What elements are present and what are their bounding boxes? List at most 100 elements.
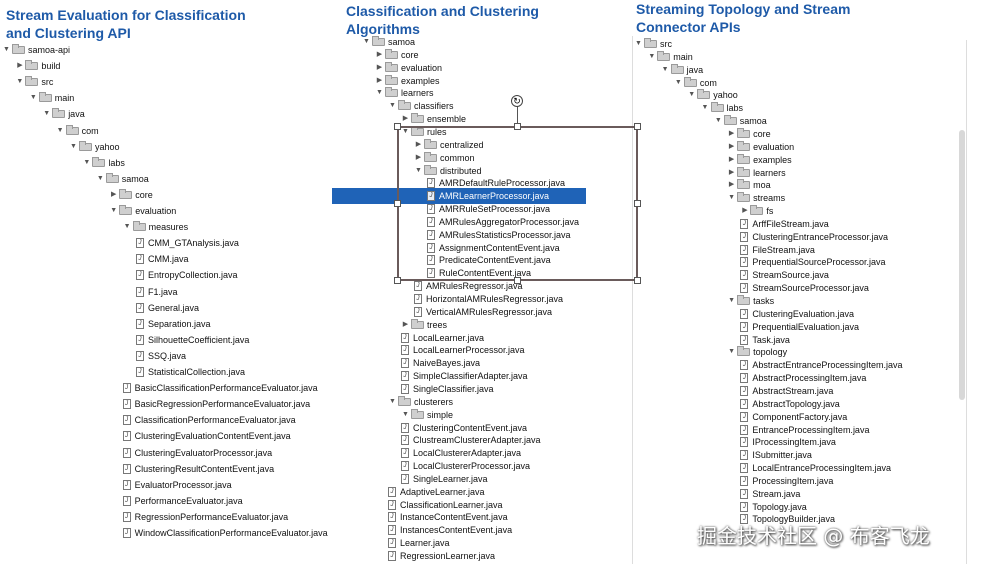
- file-item[interactable]: LocalEntranceProcessingItem.java: [740, 460, 891, 476]
- file-item[interactable]: General.java: [136, 300, 199, 316]
- folder-item[interactable]: ▼samoa-api: [2, 42, 70, 58]
- file-item[interactable]: Task.java: [740, 332, 790, 348]
- file-item[interactable]: InstanceContentEvent.java: [388, 509, 508, 525]
- file-item[interactable]: CMM_GTAnalysis.java: [136, 235, 239, 251]
- expand-down-icon[interactable]: ▼: [363, 38, 370, 45]
- folder-item[interactable]: ▼java: [42, 106, 85, 122]
- folder-item[interactable]: ▼simple: [401, 407, 453, 423]
- collapse-right-icon[interactable]: ▶: [402, 115, 409, 123]
- collapse-right-icon[interactable]: ▶: [415, 153, 422, 161]
- folder-item[interactable]: ▼src: [634, 36, 672, 52]
- collapse-right-icon[interactable]: ▶: [376, 76, 383, 84]
- expand-down-icon[interactable]: ▼: [402, 127, 409, 135]
- folder-item[interactable]: ▼com: [674, 75, 717, 91]
- resize-handle-sw[interactable]: [394, 277, 401, 284]
- expand-down-icon[interactable]: ▼: [3, 46, 10, 53]
- file-item[interactable]: SilhouetteCoefficient.java: [136, 332, 249, 348]
- expand-down-icon[interactable]: ▼: [389, 102, 396, 110]
- file-item[interactable]: AbstractProcessingItem.java: [740, 370, 866, 386]
- file-item[interactable]: AssignmentContentEvent.java: [427, 240, 560, 256]
- file-item[interactable]: CMM.java: [136, 251, 189, 267]
- file-item[interactable]: EntropyCollection.java: [136, 267, 238, 283]
- expand-down-icon[interactable]: ▼: [728, 348, 736, 356]
- folder-item[interactable]: ▶ensemble: [401, 111, 466, 127]
- expand-down-icon[interactable]: ▼: [29, 94, 37, 102]
- file-item[interactable]: ClassificationPerformanceEvaluator.java: [122, 412, 296, 428]
- file-item[interactable]: ComponentFactory.java: [740, 409, 847, 425]
- expand-down-icon[interactable]: ▼: [96, 174, 104, 182]
- expand-down-icon[interactable]: ▼: [70, 142, 77, 150]
- file-item[interactable]: AMRulesStatisticsProcessor.java: [427, 227, 571, 243]
- folder-item[interactable]: ▶centralized: [414, 137, 484, 153]
- folder-item[interactable]: ▼labs: [82, 155, 125, 171]
- expand-down-icon[interactable]: ▼: [701, 104, 709, 112]
- folder-item[interactable]: ▼samoa: [714, 113, 767, 129]
- folder-item[interactable]: ▼clusterers: [388, 394, 453, 410]
- collapse-right-icon[interactable]: ▶: [17, 62, 23, 70]
- file-item[interactable]: AbstractTopology.java: [740, 396, 840, 412]
- expand-down-icon[interactable]: ▼: [123, 223, 131, 231]
- folder-item[interactable]: ▼samoa: [96, 171, 149, 187]
- file-item[interactable]: BasicRegressionPerformanceEvaluator.java: [122, 396, 310, 412]
- collapse-right-icon[interactable]: ▶: [110, 190, 117, 198]
- file-item[interactable]: HorizontalAMRulesRegressor.java: [414, 291, 563, 307]
- folder-item[interactable]: ▼evaluation: [109, 203, 176, 219]
- file-item[interactable]: LocalClustererAdapter.java: [401, 445, 521, 461]
- folder-item[interactable]: ▶core: [375, 47, 419, 63]
- collapse-right-icon[interactable]: ▶: [742, 207, 748, 215]
- collapse-right-icon[interactable]: ▶: [376, 50, 383, 58]
- folder-item[interactable]: ▼main: [647, 49, 693, 65]
- file-item[interactable]: Stream.java: [740, 486, 800, 502]
- collapse-right-icon[interactable]: ▶: [728, 168, 735, 176]
- collapse-right-icon[interactable]: ▶: [728, 142, 735, 150]
- file-item[interactable]: AMRDefaultRuleProcessor.java: [427, 175, 565, 191]
- file-item[interactable]: StatisticalCollection.java: [136, 364, 245, 380]
- file-item[interactable]: ClusteringEvaluatorProcessor.java: [122, 445, 272, 461]
- expand-down-icon[interactable]: ▼: [402, 410, 409, 418]
- expand-down-icon[interactable]: ▼: [674, 78, 682, 86]
- file-item[interactable]: StreamSourceProcessor.java: [740, 280, 869, 296]
- folder-item[interactable]: ▶core: [727, 126, 771, 142]
- folder-item[interactable]: ▼labs: [701, 100, 743, 116]
- folder-item[interactable]: ▶evaluation: [375, 60, 442, 76]
- file-item[interactable]: AbstractStream.java: [740, 383, 833, 399]
- folder-item[interactable]: ▼tasks: [727, 293, 774, 309]
- expand-down-icon[interactable]: ▼: [43, 110, 51, 118]
- file-item[interactable]: VerticalAMRulesRegressor.java: [414, 304, 552, 320]
- file-item[interactable]: EntranceProcessingItem.java: [740, 422, 869, 438]
- resize-handle-nw[interactable]: [394, 123, 401, 130]
- file-item[interactable]: ClustreamClustererAdapter.java: [401, 432, 541, 448]
- file-item[interactable]: RuleContentEvent.java: [427, 265, 531, 281]
- folder-item[interactable]: ▼learners: [375, 85, 434, 101]
- folder-item[interactable]: ▶moa: [727, 177, 771, 193]
- file-item[interactable]: PrequentialSourceProcessor.java: [740, 254, 885, 270]
- expand-down-icon[interactable]: ▼: [389, 397, 396, 405]
- file-item[interactable]: AMRulesAggregatorProcessor.java: [427, 214, 579, 230]
- file-item[interactable]: SingleLearner.java: [401, 471, 488, 487]
- expand-down-icon[interactable]: ▼: [661, 65, 669, 73]
- resize-handle-s[interactable]: [514, 277, 521, 284]
- expand-down-icon[interactable]: ▼: [648, 52, 656, 60]
- file-item[interactable]: SingleClassifier.java: [401, 381, 494, 397]
- file-item[interactable]: LocalLearnerProcessor.java: [401, 342, 525, 358]
- expand-down-icon[interactable]: ▼: [728, 194, 736, 202]
- expand-down-icon[interactable]: ▼: [415, 166, 422, 174]
- folder-item[interactable]: ▼src: [15, 74, 53, 90]
- file-item[interactable]: SimpleClassifierAdapter.java: [401, 368, 528, 384]
- expand-down-icon[interactable]: ▼: [110, 207, 118, 214]
- resize-handle-e[interactable]: [634, 200, 641, 207]
- expand-down-icon[interactable]: ▼: [16, 78, 24, 86]
- resize-handle-ne[interactable]: [634, 123, 641, 130]
- folder-item[interactable]: ▼topology: [727, 344, 787, 360]
- file-item[interactable]: RegressionPerformanceEvaluator.java: [122, 509, 288, 525]
- folder-item[interactable]: ▼yahoo: [687, 87, 738, 103]
- rotate-handle-icon[interactable]: ↻: [511, 95, 523, 107]
- folder-item[interactable]: ▶common: [414, 150, 475, 166]
- file-item[interactable]: ArffFileStream.java: [740, 216, 829, 232]
- folder-item[interactable]: ▼streams: [727, 190, 785, 206]
- file-item[interactable]: SSQ.java: [136, 348, 186, 364]
- resize-handle-n[interactable]: [514, 123, 521, 130]
- file-item[interactable]: AdaptiveLearner.java: [388, 484, 485, 500]
- file-item[interactable]: ClusteringContentEvent.java: [401, 420, 527, 436]
- collapse-right-icon[interactable]: ▶: [402, 320, 409, 328]
